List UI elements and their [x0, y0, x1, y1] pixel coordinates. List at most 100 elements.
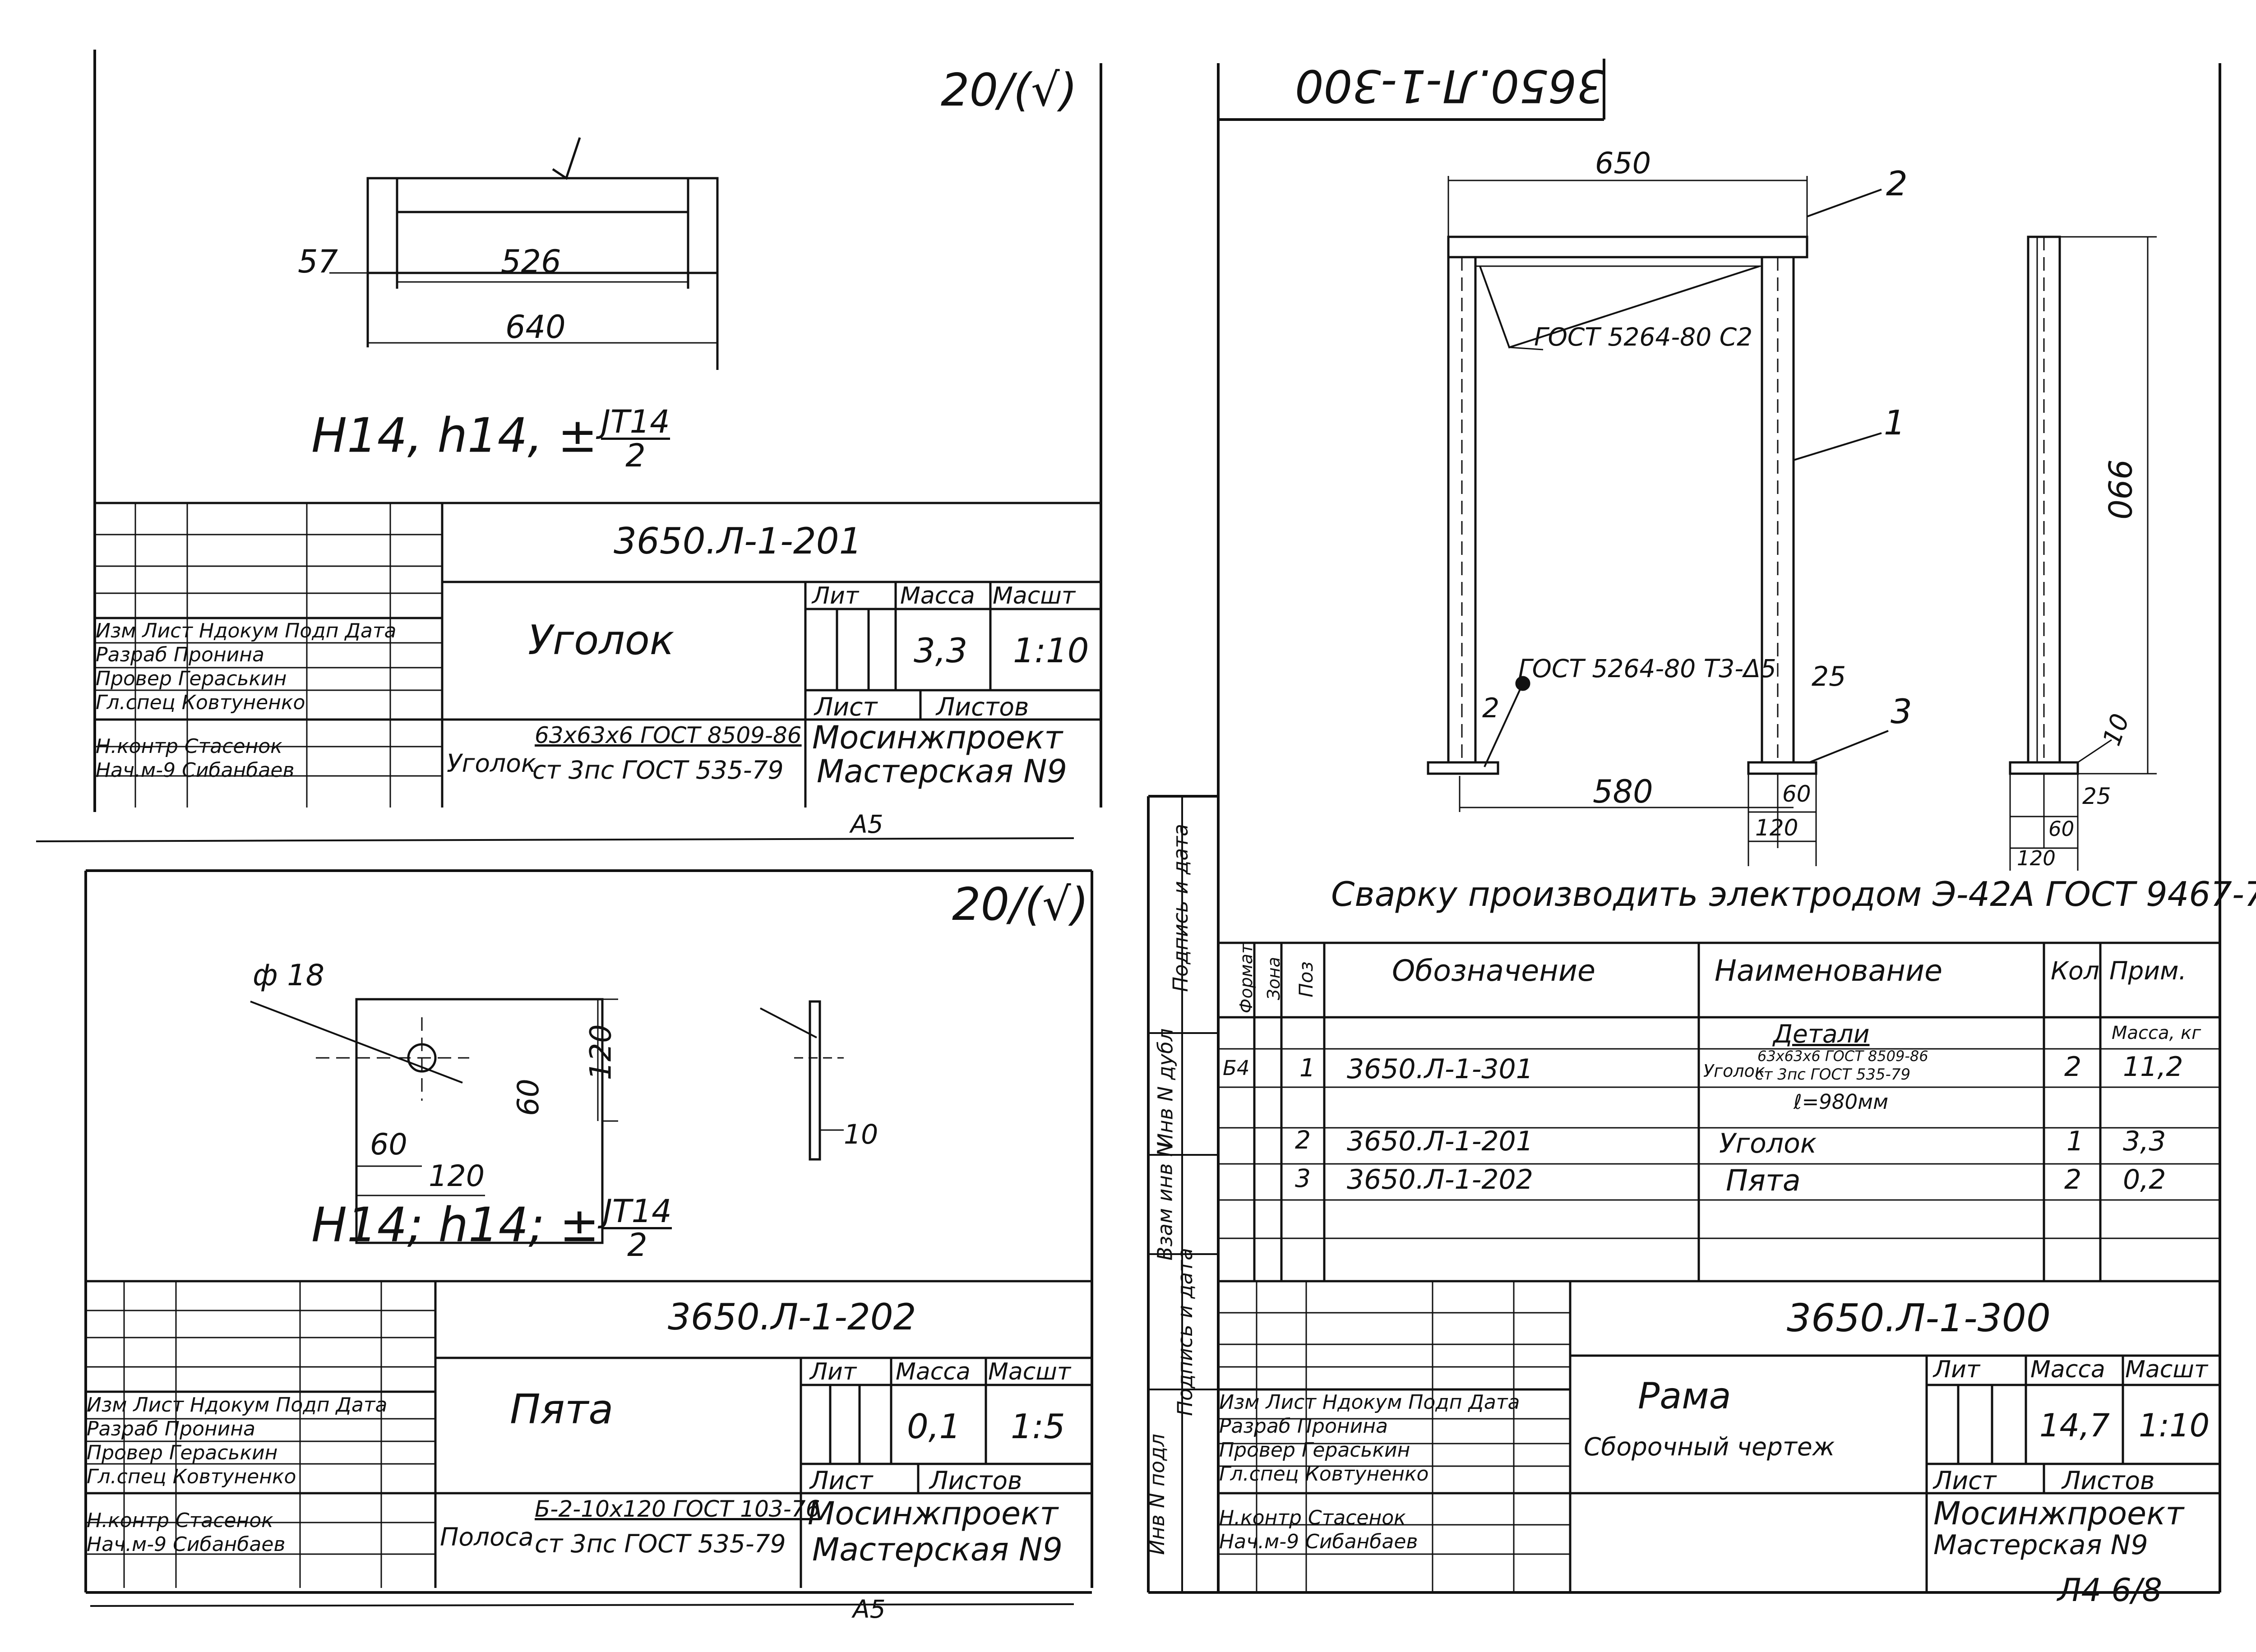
side-label-1: Инв N подл: [1145, 1434, 1169, 1555]
side-label-2: Подпись и дата: [1173, 1248, 1197, 1416]
spec-row-3-poz: 3: [1295, 1164, 1311, 1193]
material-line2: ст 3пс ГОСТ 535-79: [535, 1529, 786, 1558]
spec-row-1-format: Б4: [1223, 1056, 1250, 1080]
role-glspec: Гл.спец: [96, 691, 176, 714]
spec-header-format: Формат: [1236, 943, 1257, 1014]
mass-value: 14,7: [2039, 1407, 2110, 1444]
role-glspec: Гл.спец: [1219, 1463, 1299, 1486]
tolerance-text: H14; h14; ±: [311, 1197, 600, 1253]
spec-header-oboz: Обозначение: [1392, 954, 1596, 988]
mass-label: Масса: [2030, 1356, 2105, 1383]
sheets-label: Листов: [936, 692, 1029, 721]
role-razrab: Разраб: [96, 643, 167, 666]
name-glspec: Ковтуненко: [1305, 1463, 1429, 1486]
name-glspec: Ковтуненко: [181, 691, 305, 714]
side-label-3: Взам инв N: [1153, 1141, 1177, 1261]
mass-label: Масса: [900, 582, 975, 609]
spec-header-zona: Зона: [1263, 957, 1284, 1000]
material-label: Полоса: [440, 1523, 534, 1551]
name-nkontr: Стасенок: [1308, 1506, 1406, 1529]
spec-row-1-naim-sub2: ст 3пс ГОСТ 535-79: [1755, 1066, 1911, 1084]
tolerance-den: 2: [627, 1227, 647, 1264]
scale-label: Масшт: [988, 1358, 1071, 1385]
spec-row-2-prim: 3,3: [2123, 1126, 2166, 1157]
spec-row-1-naim: Уголок: [1703, 1061, 1765, 1081]
name-prover: Гераськин: [1301, 1439, 1410, 1462]
scale-value: 1:5: [1011, 1407, 1065, 1446]
name-nkontr: Стасенок: [175, 1509, 273, 1532]
tolerance-text: H14, h14, ±: [311, 408, 598, 463]
hdr-list: Лист: [1266, 1391, 1317, 1414]
format-label: А5: [853, 1595, 886, 1624]
side-label-4: Инв N дубл: [1153, 1028, 1178, 1149]
hdr-podp: Подп: [276, 1394, 330, 1417]
sheet-label: Лист: [810, 1466, 873, 1495]
mass-value: 0,1: [907, 1407, 961, 1446]
spec-row-3-kol: 2: [2064, 1164, 2082, 1195]
hdr-ndok: Ндокум: [1322, 1391, 1402, 1414]
role-nkontr: Н.контр: [1219, 1506, 1302, 1529]
spec-row-2-poz: 2: [1295, 1126, 1311, 1154]
name-razrab: Пронина: [173, 643, 264, 666]
role-prover: Провер: [1219, 1439, 1295, 1462]
spec-row-3-oboz: 3650.Л-1-202: [1347, 1164, 1533, 1195]
hdr-ndok: Ндокум: [190, 1394, 270, 1417]
spec-header-naim: Наименование: [1715, 954, 1943, 988]
sheets-label: Листов: [2062, 1466, 2155, 1495]
lit-label: Лит: [810, 1358, 857, 1385]
top-drawing-code: 3650.Л-1-300: [1295, 60, 1606, 112]
hdr-izm: Изм: [87, 1394, 127, 1417]
material-line2: ст 3пс ГОСТ 535-79: [532, 756, 784, 784]
assembly-title: Рама: [1638, 1375, 1731, 1417]
lit-label: Лит: [812, 582, 859, 609]
spec-section-details: Детали: [1773, 1020, 1870, 1048]
dimension-120-horizontal: 120: [429, 1159, 485, 1193]
lit-label: Лит: [1933, 1356, 1980, 1383]
sheet-label: Лист: [814, 692, 878, 721]
spec-row-1-poz: 1: [1299, 1053, 1315, 1082]
material-line1: Б-2-10х120 ГОСТ 103-76: [535, 1496, 820, 1522]
tolerance-num: JT14: [601, 403, 670, 440]
name-prover: Гераськин: [178, 667, 287, 690]
dimension-526: 526: [501, 243, 561, 280]
spec-row-1-naim-sub1: 63х63х6 ГОСТ 8509-86: [1757, 1047, 1928, 1065]
material-line1: 63х63х6 ГОСТ 8509-86: [535, 722, 802, 748]
drawing-code: 3650.Л-1-201: [614, 520, 862, 562]
dimension-57: 57: [298, 243, 338, 280]
spec-header-kol: Кол: [2051, 956, 2099, 985]
role-glspec: Гл.спец: [87, 1465, 166, 1488]
spec-row-3-prim: 0,2: [2123, 1164, 2166, 1195]
position-3-label: 3: [1891, 692, 1912, 731]
dimension-120-vertical: 120: [584, 1024, 618, 1080]
part-title: Уголок: [528, 617, 675, 664]
org-name: Мосинжпроект: [808, 1495, 1059, 1532]
position-2-label: 2: [1886, 164, 1908, 203]
name-glspec: Ковтуненко: [172, 1465, 296, 1488]
hdr-data: Дата: [336, 1394, 388, 1417]
hdr-list: Лист: [133, 1394, 184, 1417]
org-name: Мосинжпроект: [812, 719, 1063, 756]
spec-row-1-naim-sub3: ℓ=980мм: [1794, 1090, 1889, 1114]
spec-row-1-oboz: 3650.Л-1-301: [1347, 1053, 1533, 1085]
org-workshop: Мастерская N9: [812, 1531, 1063, 1568]
drawing-code: 3650.Л-1-300: [1787, 1296, 2051, 1341]
drawing-code: 3650.Л-1-202: [668, 1296, 916, 1338]
role-prover: Провер: [96, 667, 172, 690]
name-nach: Сибанбаев: [1305, 1530, 1418, 1553]
spec-row-2-oboz: 3650.Л-1-201: [1347, 1126, 1533, 1157]
dimension-60-horizontal: 60: [370, 1128, 407, 1162]
roughness-mark: 20/(√): [952, 878, 1089, 931]
sheet-number: Л4 6/8: [2057, 1572, 2163, 1609]
dimension-120-side: 120: [2017, 846, 2056, 870]
weld-note-c2: ГОСТ 5264-80 С2: [1534, 323, 1753, 351]
org-workshop: Мастерская N9: [817, 753, 1067, 790]
hdr-podp: Подп: [1408, 1391, 1462, 1414]
mass-label: Масса: [896, 1358, 971, 1385]
name-razrab: Пронина: [164, 1417, 255, 1440]
mass-value: 3,3: [914, 631, 968, 670]
role-nkontr: Н.контр: [87, 1509, 169, 1532]
dimension-25: 25: [1812, 661, 1846, 692]
dimension-650: 650: [1595, 147, 1651, 180]
